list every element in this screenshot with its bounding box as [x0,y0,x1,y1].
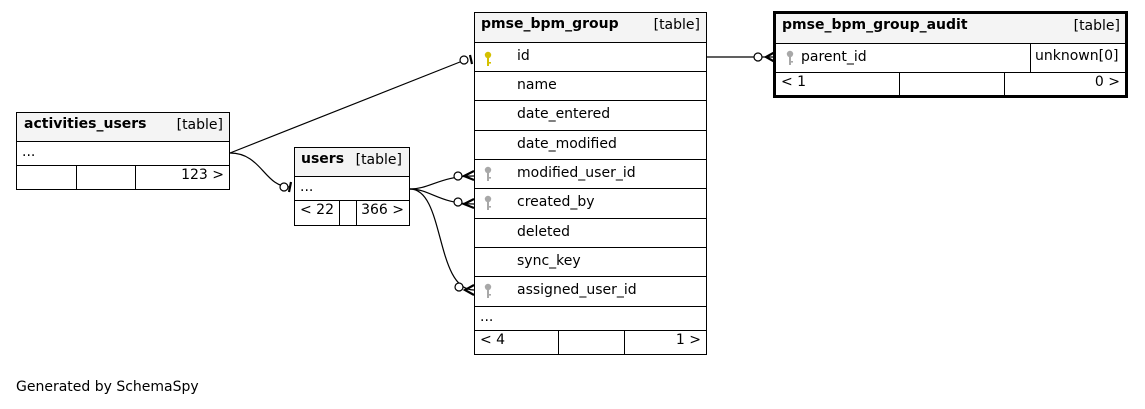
table-name: users [301,151,345,167]
table-header[interactable]: activities_users [table] [17,113,229,142]
edge-marker [279,182,289,192]
table-name: pmse_bpm_group_audit [782,17,968,33]
column-name: date_modified [517,136,617,152]
table-footer: < 1 0 > [776,73,1125,95]
edge-activities-to-group [229,59,466,154]
table-kind: [table] [1073,18,1120,34]
column-row-modified-user-id[interactable]: modified_user_id [475,160,706,189]
column-row-date-modified[interactable]: date_modified [475,131,706,160]
ellipsis: ... [480,309,494,325]
column-name: sync_key [517,253,581,269]
column-name: modified_user_id [517,165,636,181]
table-kind: [table] [653,17,700,33]
foreign-key-icon [484,166,492,181]
parents-count[interactable]: < 22 [300,202,334,218]
footer-divider [624,331,625,354]
ellipsis: ... [300,179,314,195]
footer-divider [339,201,340,225]
edge-bar [287,181,293,193]
table-users[interactable]: users [table] ... < 22 366 > [294,147,410,226]
column-name: parent_id [801,49,867,65]
ellipsis: ... [22,144,36,160]
foreign-key-icon [786,50,794,65]
foreign-key-icon [484,195,492,210]
column-row-created-by[interactable]: created_by [475,189,706,219]
table-kind: [table] [355,152,402,168]
children-count[interactable]: 0 > [1094,74,1120,90]
edge-crowfoot [763,51,776,63]
edge-users-to-created [409,188,475,205]
table-header[interactable]: pmse_bpm_group_audit [table] [776,14,1125,44]
children-count[interactable]: 366 > [361,202,404,218]
edge-marker [459,55,469,65]
children-count[interactable]: 123 > [181,167,224,183]
column-row-parent-id[interactable]: parent_id unknown[0] [776,44,1125,73]
footer-divider [1004,73,1005,95]
footer-divider [76,166,77,189]
primary-key-icon [484,51,492,66]
edge-crowfoot [461,170,475,182]
edge-marker [454,282,464,292]
parents-count[interactable]: < 4 [480,332,506,348]
table-name: pmse_bpm_group [481,16,619,32]
footer-divider [899,73,900,95]
more-columns-row[interactable]: ... [295,177,409,201]
edge-marker [453,197,463,207]
table-footer: < 22 366 > [295,201,409,225]
column-name: name [517,77,557,93]
column-row-date-entered[interactable]: date_entered [475,101,706,131]
foreign-key-icon [484,283,492,298]
column-name: created_by [517,194,595,210]
column-row-sync-key[interactable]: sync_key [475,248,706,277]
footer-divider [558,331,559,354]
edge-marker [453,171,463,181]
edge-marker [753,52,763,62]
generated-by-label: Generated by SchemaSpy [16,379,199,395]
column-row-name[interactable]: name [475,72,706,101]
column-row-deleted[interactable]: deleted [475,219,706,248]
children-count[interactable]: 1 > [675,332,701,348]
edge-crowfoot [461,198,475,210]
column-row-id[interactable]: id [475,43,706,72]
column-name: deleted [517,224,570,240]
column-type: unknown[0] [1030,44,1125,72]
table-footer: < 4 1 > [475,331,706,354]
edge-activities-to-users [229,152,291,188]
more-columns-row[interactable]: ... [17,142,229,166]
table-footer: 123 > [17,166,229,189]
table-kind: [table] [176,117,223,133]
column-name: id [517,48,530,64]
table-pmse-bpm-group[interactable]: pmse_bpm_group [table] id name date_ente… [474,12,707,355]
table-header[interactable]: users [table] [295,148,409,177]
more-columns-row[interactable]: ... [475,307,706,331]
footer-divider [135,166,136,189]
table-pmse-bpm-group-audit[interactable]: pmse_bpm_group_audit [table] parent_id u… [773,11,1128,98]
edge-crowfoot [462,284,475,296]
parents-count[interactable]: < 1 [781,74,807,90]
column-name: assigned_user_id [517,282,637,298]
column-name: date_entered [517,106,611,122]
footer-divider [356,201,357,225]
column-row-assigned-user-id[interactable]: assigned_user_id [475,277,706,307]
table-activities-users[interactable]: activities_users [table] ... 123 > [16,112,230,190]
edge-bar [468,54,474,65]
table-header[interactable]: pmse_bpm_group [table] [475,13,706,43]
edge-users-to-modified [409,175,475,190]
table-name: activities_users [24,116,147,132]
